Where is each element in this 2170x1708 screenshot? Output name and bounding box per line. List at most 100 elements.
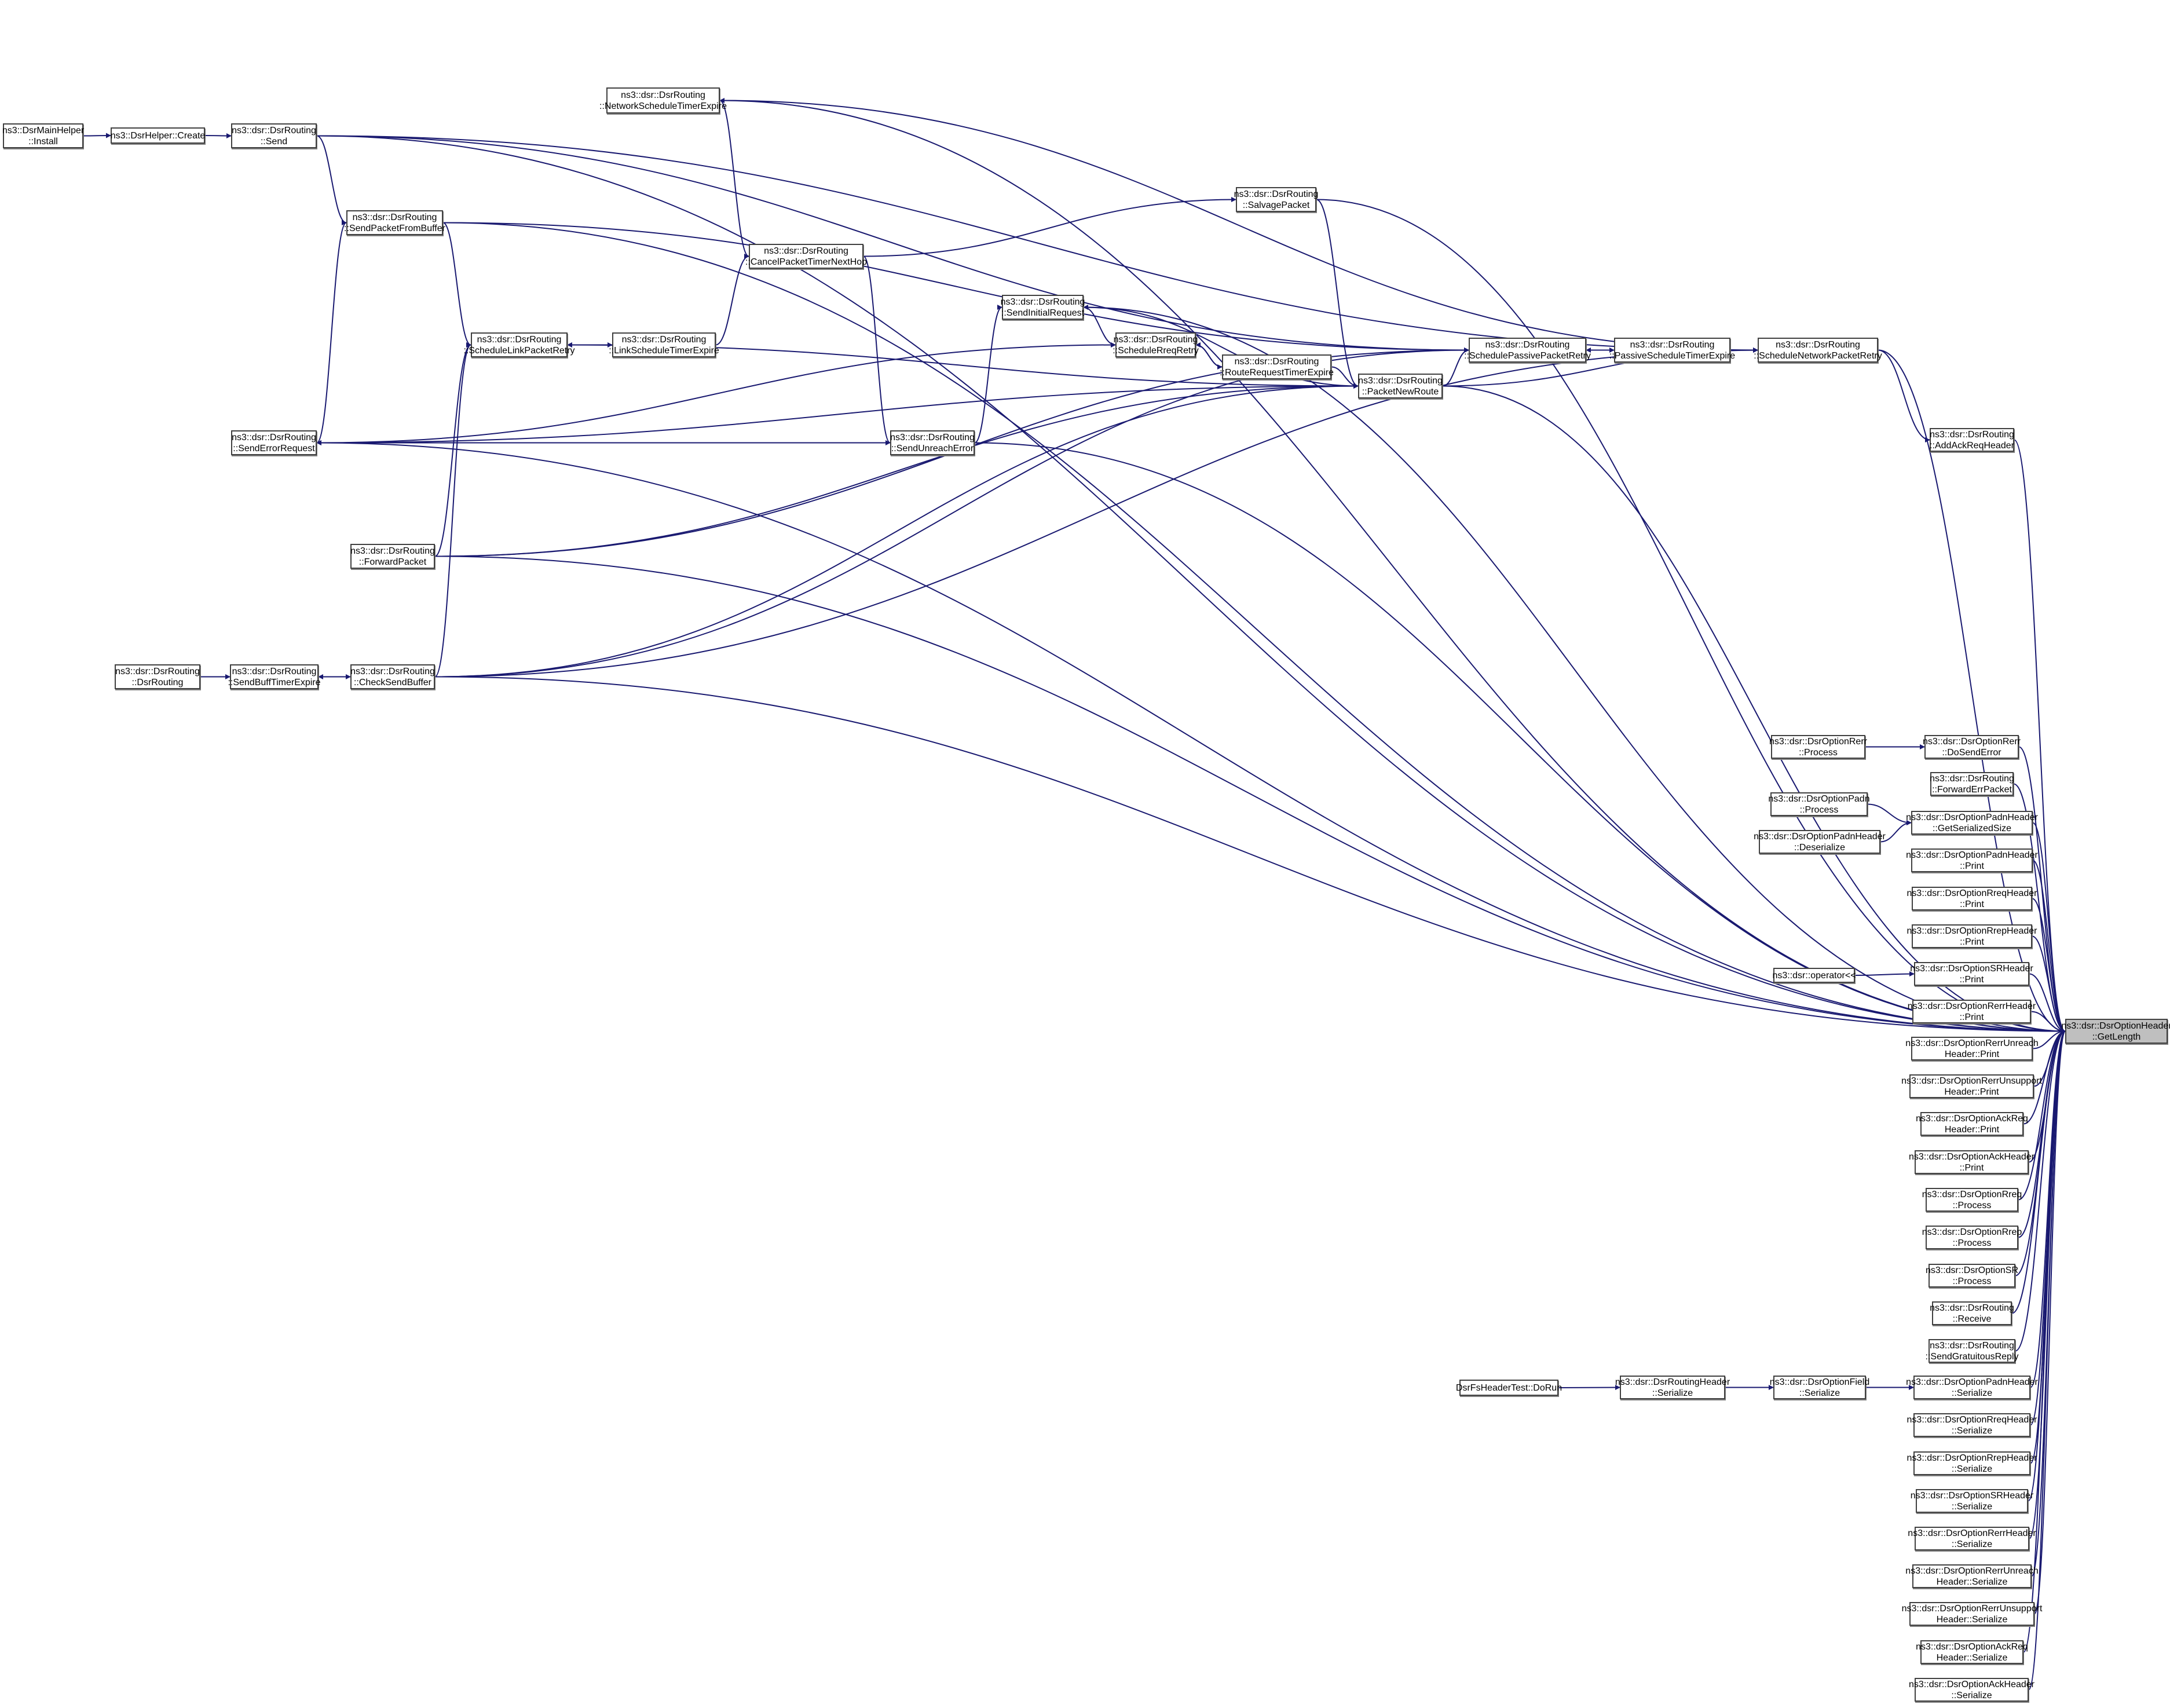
graph-node-schedpass[interactable]: ns3::dsr::DsrRouting::SchedulePassivePac…	[1464, 338, 1591, 363]
node-label-line2: ::Serialize	[1951, 1501, 1993, 1512]
graph-node-salvage[interactable]: ns3::dsr::DsrRouting::SalvagePacket	[1234, 187, 1318, 212]
node-label-line2: ::Process	[1952, 1276, 1992, 1286]
node-label-line2: ::Receive	[1952, 1314, 1992, 1324]
graph-node-sendpfb[interactable]: ns3::dsr::DsrRouting::SendPacketFromBuff…	[344, 210, 445, 235]
graph-node-forward[interactable]: ns3::dsr::DsrRouting::ForwardPacket	[350, 544, 435, 569]
node-label-line1: ns3::dsr::DsrOptionRerrUnreach	[1905, 1038, 2039, 1048]
graph-node-rreqser[interactable]: ns3::dsr::DsrOptionRreqHeader::Serialize	[1907, 1413, 2037, 1437]
graph-node-linktimer[interactable]: ns3::dsr::DsrRouting::LinkScheduleTimerE…	[609, 332, 719, 357]
node-label-line1: ns3::dsr::DsrOptionRerr	[1769, 736, 1867, 747]
graph-node-schednet[interactable]: ns3::dsr::DsrRouting::ScheduleNetworkPac…	[1754, 338, 1882, 363]
node-label-line1: ns3::dsr::DsrRouting	[621, 334, 707, 345]
node-label-line1: ns3::dsr::DsrOptionAckHeader	[1909, 1151, 2034, 1162]
node-label-line2: ::Serialize	[1951, 1539, 1993, 1549]
graph-node-padndeser[interactable]: ns3::dsr::DsrOptionPadnHeader::Deseriali…	[1754, 830, 1886, 854]
edge-senderr-to-sendpfb	[316, 220, 347, 444]
node-label-line2: ::SendGratuitousReply	[1925, 1351, 2019, 1362]
node-label-line2: ::SendInitialRequest	[1001, 308, 1085, 318]
graph-node-ackprint[interactable]: ns3::dsr::DsrOptionAckHeader::Print	[1909, 1150, 2034, 1174]
graph-node-rrepser[interactable]: ns3::dsr::DsrOptionRrepHeader::Serialize	[1907, 1451, 2037, 1475]
graph-node-sendinit[interactable]: ns3::dsr::DsrRouting::SendInitialRequest	[1001, 295, 1085, 320]
graph-node-dosenderr[interactable]: ns3::dsr::DsrOptionRerr::DoSendError	[1923, 735, 2021, 759]
node-label-line2: ::ForwardErrPacket	[1932, 784, 2012, 795]
node-label-line1: ns3::dsr::DsrRouting	[890, 432, 975, 442]
graph-node-send[interactable]: ns3::dsr::DsrRouting::Send	[231, 123, 317, 148]
node-label-line1: ns3::dsr::DsrOptionPadnHeader	[1754, 831, 1886, 842]
target-node-getlength[interactable]: ns3::dsr::DsrOptionHeader::GetLength	[2061, 1019, 2170, 1044]
graph-node-senderr[interactable]: ns3::dsr::DsrRouting::SendErrorRequest	[231, 430, 317, 455]
graph-node-rrepprint[interactable]: ns3::dsr::DsrOptionRrepHeader::Print	[1907, 924, 2037, 948]
graph-node-rerrproc[interactable]: ns3::dsr::DsrOptionRerr::Process	[1769, 735, 1867, 759]
graph-node-schedreq[interactable]: ns3::dsr::DsrRouting::ScheduleRreqRetry	[1113, 332, 1199, 357]
node-label-line2: ::SendErrorRequest	[233, 443, 315, 453]
graph-node-rrepproc[interactable]: ns3::dsr::DsrOptionRrep::Process	[1922, 1226, 2022, 1249]
graph-node-pnr[interactable]: ns3::dsr::DsrRouting::PacketNewRoute	[1358, 374, 1443, 398]
graph-node-ackser[interactable]: ns3::dsr::DsrOptionAckHeader::Serialize	[1909, 1678, 2034, 1702]
node-label-line1: ns3::dsr::DsrOptionSRHeader	[1910, 1490, 2034, 1501]
graph-node-schedlink[interactable]: ns3::dsr::DsrRouting::ScheduleLinkPacket…	[463, 332, 575, 357]
graph-node-checkbuf[interactable]: ns3::dsr::DsrRouting::CheckSendBuffer	[350, 664, 435, 689]
node-label-line1: ns3::dsr::DsrRouting	[232, 125, 316, 136]
node-label-line2: ::SendPacketFromBuffer	[344, 223, 445, 233]
node-label-line1: ns3::dsr::DsrRouting	[1234, 356, 1319, 367]
graph-node-srproc[interactable]: ns3::dsr::DsrOptionSR::Process	[1926, 1264, 2018, 1288]
graph-node-srprint[interactable]: ns3::dsr::DsrOptionSRHeader::Print	[1910, 962, 2033, 986]
graph-node-receive[interactable]: ns3::dsr::DsrRouting::Receive	[1930, 1301, 2014, 1325]
node-label-line1: ns3::dsr::DsrRouting	[115, 666, 200, 676]
edge-schednet-to-netsched	[719, 98, 1758, 351]
node-label-line2: ::SchedulePassivePacketRetry	[1464, 350, 1591, 361]
graph-node-ofser[interactable]: ns3::dsr::DsrOptionField::Serialize	[1770, 1376, 1869, 1399]
node-label-line1: ns3::dsr::DsrOptionPadnHeader	[1906, 850, 2038, 860]
node-label-line2: ::Process	[1799, 747, 1838, 758]
node-label-line2: ::Print	[1960, 899, 1984, 909]
edge-rreqprint-to-target	[2032, 898, 2066, 1034]
graph-node-install[interactable]: ns3::DsrMainHelper::Install	[2, 123, 84, 148]
edge-opstream-to-srprint	[1854, 971, 1915, 977]
edge-sendinit-to-schedreq	[1083, 306, 1116, 348]
graph-node-srser[interactable]: ns3::dsr::DsrOptionSRHeader::Serialize	[1911, 1489, 2033, 1513]
edge-send-to-schedpass	[316, 135, 1469, 353]
graph-node-addack[interactable]: ns3::dsr::DsrRouting::AddAckReqHeader	[1930, 428, 2014, 452]
graph-node-gratuitous[interactable]: ns3::dsr::DsrRouting::SendGratuitousRepl…	[1926, 1339, 2019, 1363]
graph-node-sendunreach[interactable]: ns3::dsr::DsrRouting::SendUnreachError	[890, 430, 975, 455]
graph-node-rreqprint[interactable]: ns3::dsr::DsrOptionRreqHeader::Print	[1907, 887, 2037, 910]
graph-node-netsched[interactable]: ns3::dsr::DsrRouting::NetworkScheduleTim…	[599, 87, 727, 114]
graph-node-padnser[interactable]: ns3::dsr::DsrOptionPadnHeader::GetSerial…	[1906, 811, 2038, 835]
node-label-line1: ns3::dsr::DsrRouting	[1113, 334, 1198, 345]
node-label-line2: ::CancelPacketTimerNextHop	[745, 257, 868, 267]
graph-node-padnproc[interactable]: ns3::dsr::DsrOptionPadn::Process	[1768, 792, 1870, 816]
graph-node-cancel[interactable]: ns3::dsr::DsrRouting::CancelPacketTimerN…	[745, 244, 867, 269]
graph-node-passtimer[interactable]: ns3::dsr::DsrRouting::PassiveScheduleTim…	[1609, 338, 1735, 363]
graph-node-padnser2[interactable]: ns3::dsr::DsrOptionPadnHeader::Serialize	[1906, 1376, 2038, 1399]
graph-node-rhser[interactable]: ns3::dsr::DsrRoutingHeader::Serialize	[1615, 1376, 1730, 1399]
graph-node-opstream[interactable]: ns3::dsr::operator<<	[1772, 968, 1856, 983]
node-label-line2: ::Process	[1799, 804, 1839, 815]
node-label-line1: ns3::dsr::DsrOptionRreq	[1922, 1189, 2022, 1199]
edge-checkbuf-to-schednet	[434, 348, 1758, 678]
node-label-line1: ns3::dsr::DsrOptionRerrUnsupport	[1901, 1603, 2043, 1614]
edge-sendunreach-to-target	[974, 442, 2066, 1034]
edge-padnprint-to-target	[2032, 860, 2066, 1034]
graph-node-ctor[interactable]: ns3::dsr::DsrRouting::DsrRouting	[115, 664, 200, 689]
graph-node-fwderr[interactable]: ns3::dsr::DsrRouting::ForwardErrPacket	[1930, 772, 2014, 796]
graph-node-rerrser[interactable]: ns3::dsr::DsrOptionRerrHeader::Serialize	[1908, 1527, 2036, 1550]
edge-unsupser-to-target	[2034, 1029, 2066, 1615]
graph-node-rerrprint[interactable]: ns3::dsr::DsrOptionRerrHeader::Print	[1908, 1000, 2036, 1023]
node-label-line2: ::NetworkScheduleTimerExpire	[599, 101, 727, 111]
graph-node-buftimer[interactable]: ns3::dsr::DsrRouting::SendBuffTimerExpir…	[228, 664, 321, 689]
graph-node-rreqproc[interactable]: ns3::dsr::DsrOptionRreq::Process	[1922, 1188, 2022, 1212]
node-label-line2: ::AddAckReqHeader	[1930, 440, 2014, 451]
graph-node-dorun[interactable]: DsrFsHeaderTest::DoRun	[1456, 1380, 1562, 1396]
node-label-line1: ns3::dsr::DsrOptionField	[1769, 1377, 1870, 1387]
node-label-line2: Header::Print	[1944, 1087, 1999, 1097]
graph-node-padnprint[interactable]: ns3::dsr::DsrOptionPadnHeader::Print	[1906, 848, 2038, 872]
graph-node-rrtimer[interactable]: ns3::dsr::DsrRouting::RouteRequestTimerE…	[1220, 354, 1334, 379]
graph-node-create[interactable]: ns3::DsrHelper::Create	[111, 127, 205, 144]
